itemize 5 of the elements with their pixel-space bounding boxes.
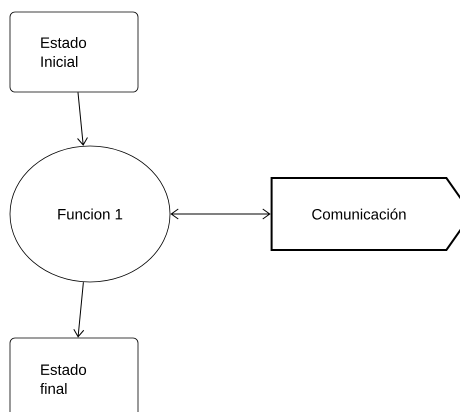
arrow bbox=[73, 282, 84, 338]
state-box: Estado Inicial bbox=[10, 12, 138, 92]
state-box: Estado final bbox=[10, 338, 138, 412]
arrow bbox=[77, 92, 88, 146]
arrow bbox=[170, 208, 271, 220]
